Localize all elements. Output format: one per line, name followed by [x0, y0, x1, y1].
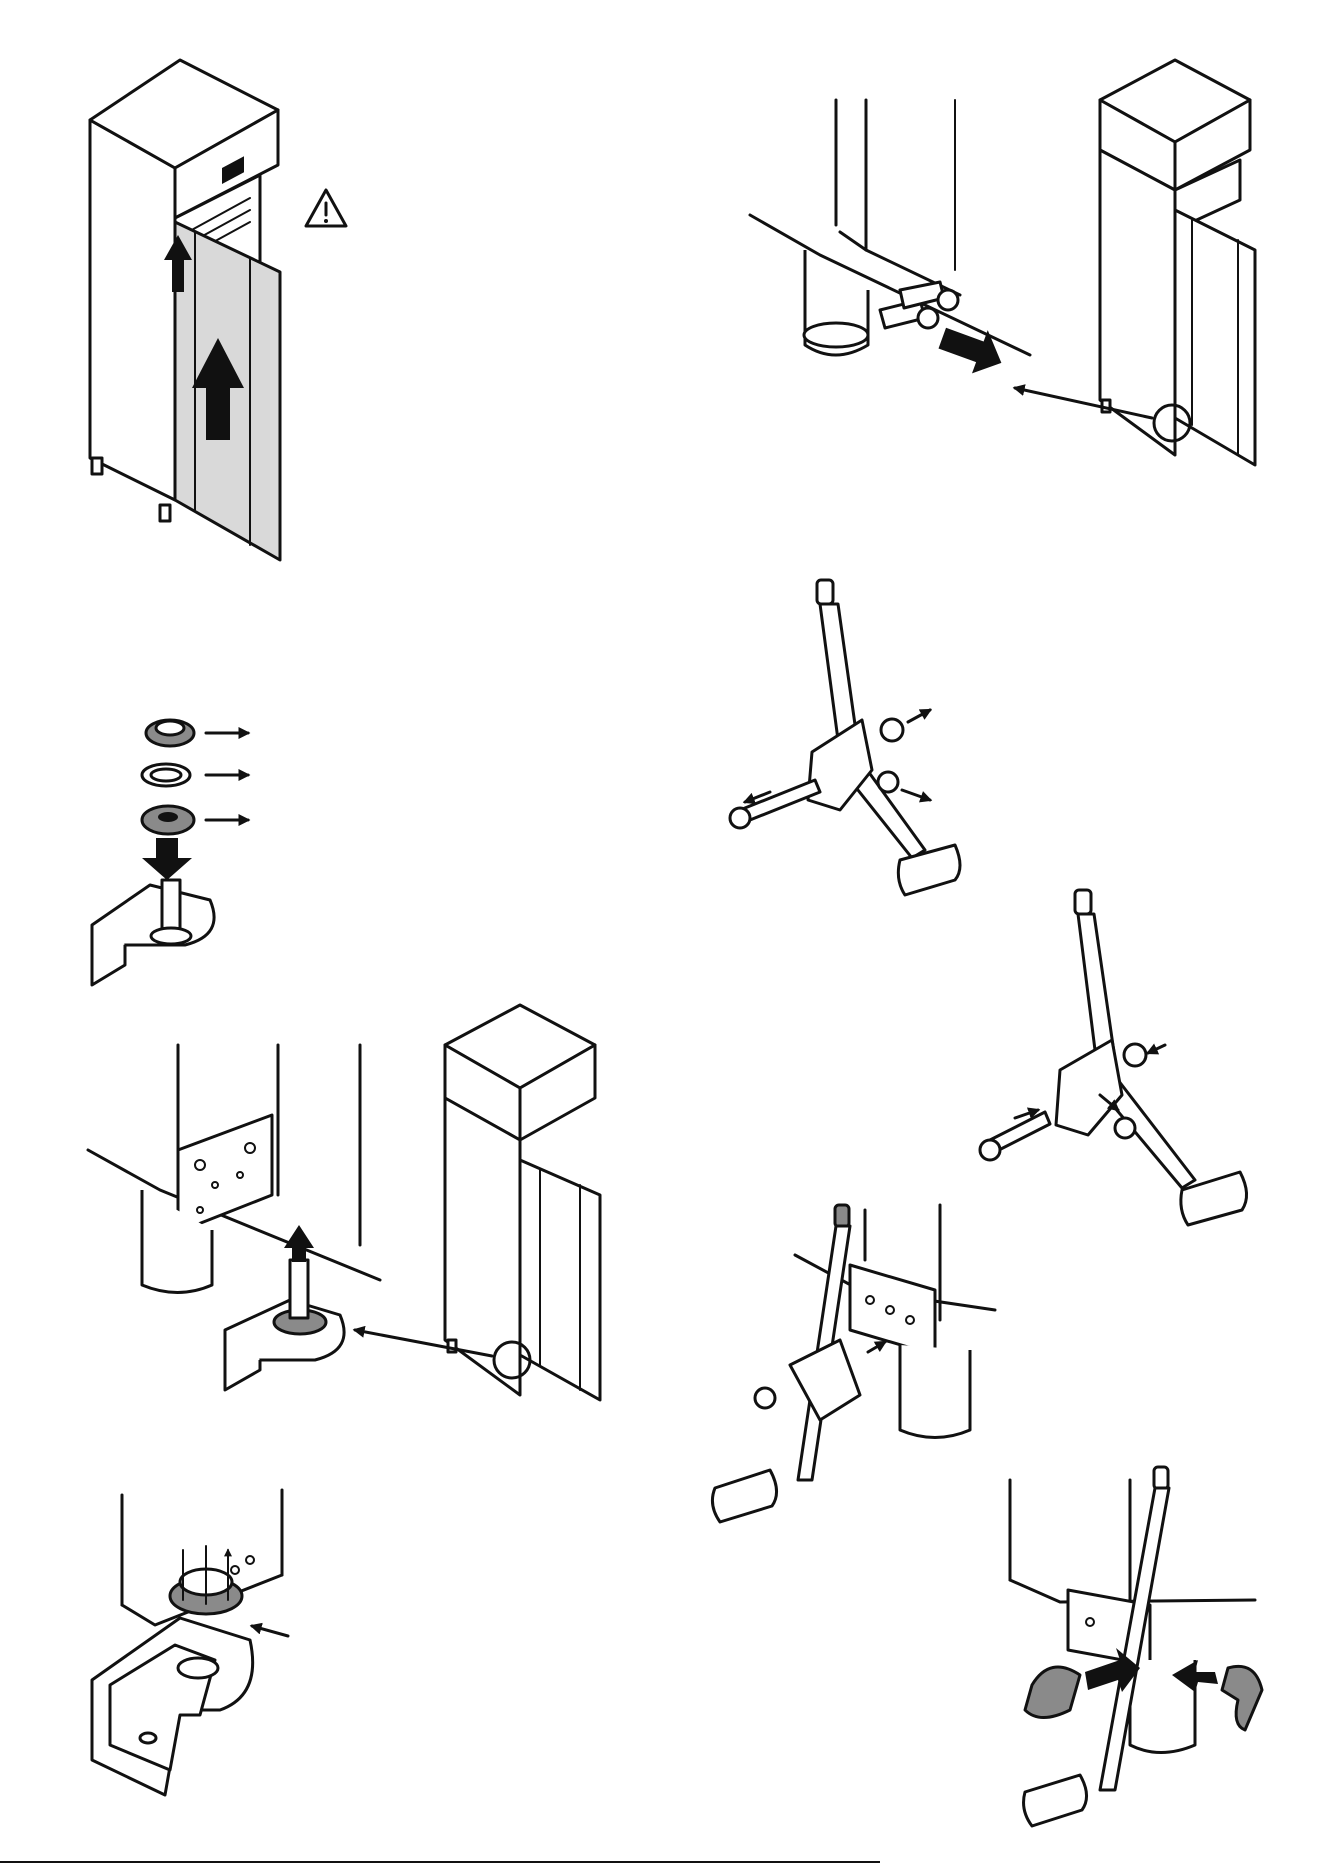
figure-3-washer-stack	[92, 720, 248, 985]
figure-8-bushing-insert	[92, 1490, 288, 1795]
figure-7-pedal-mount	[712, 1205, 995, 1522]
figure-6-hinge-pin	[88, 1005, 600, 1400]
figure-5-pedal-assembly	[980, 890, 1247, 1225]
warning-triangle-icon	[306, 190, 346, 226]
figure-2-hinge-screws	[750, 60, 1255, 465]
figure-9-clip-attach	[1010, 1467, 1262, 1826]
figure-4-pedal-disassembly	[730, 580, 960, 895]
figure-1-door-lift	[90, 60, 346, 560]
